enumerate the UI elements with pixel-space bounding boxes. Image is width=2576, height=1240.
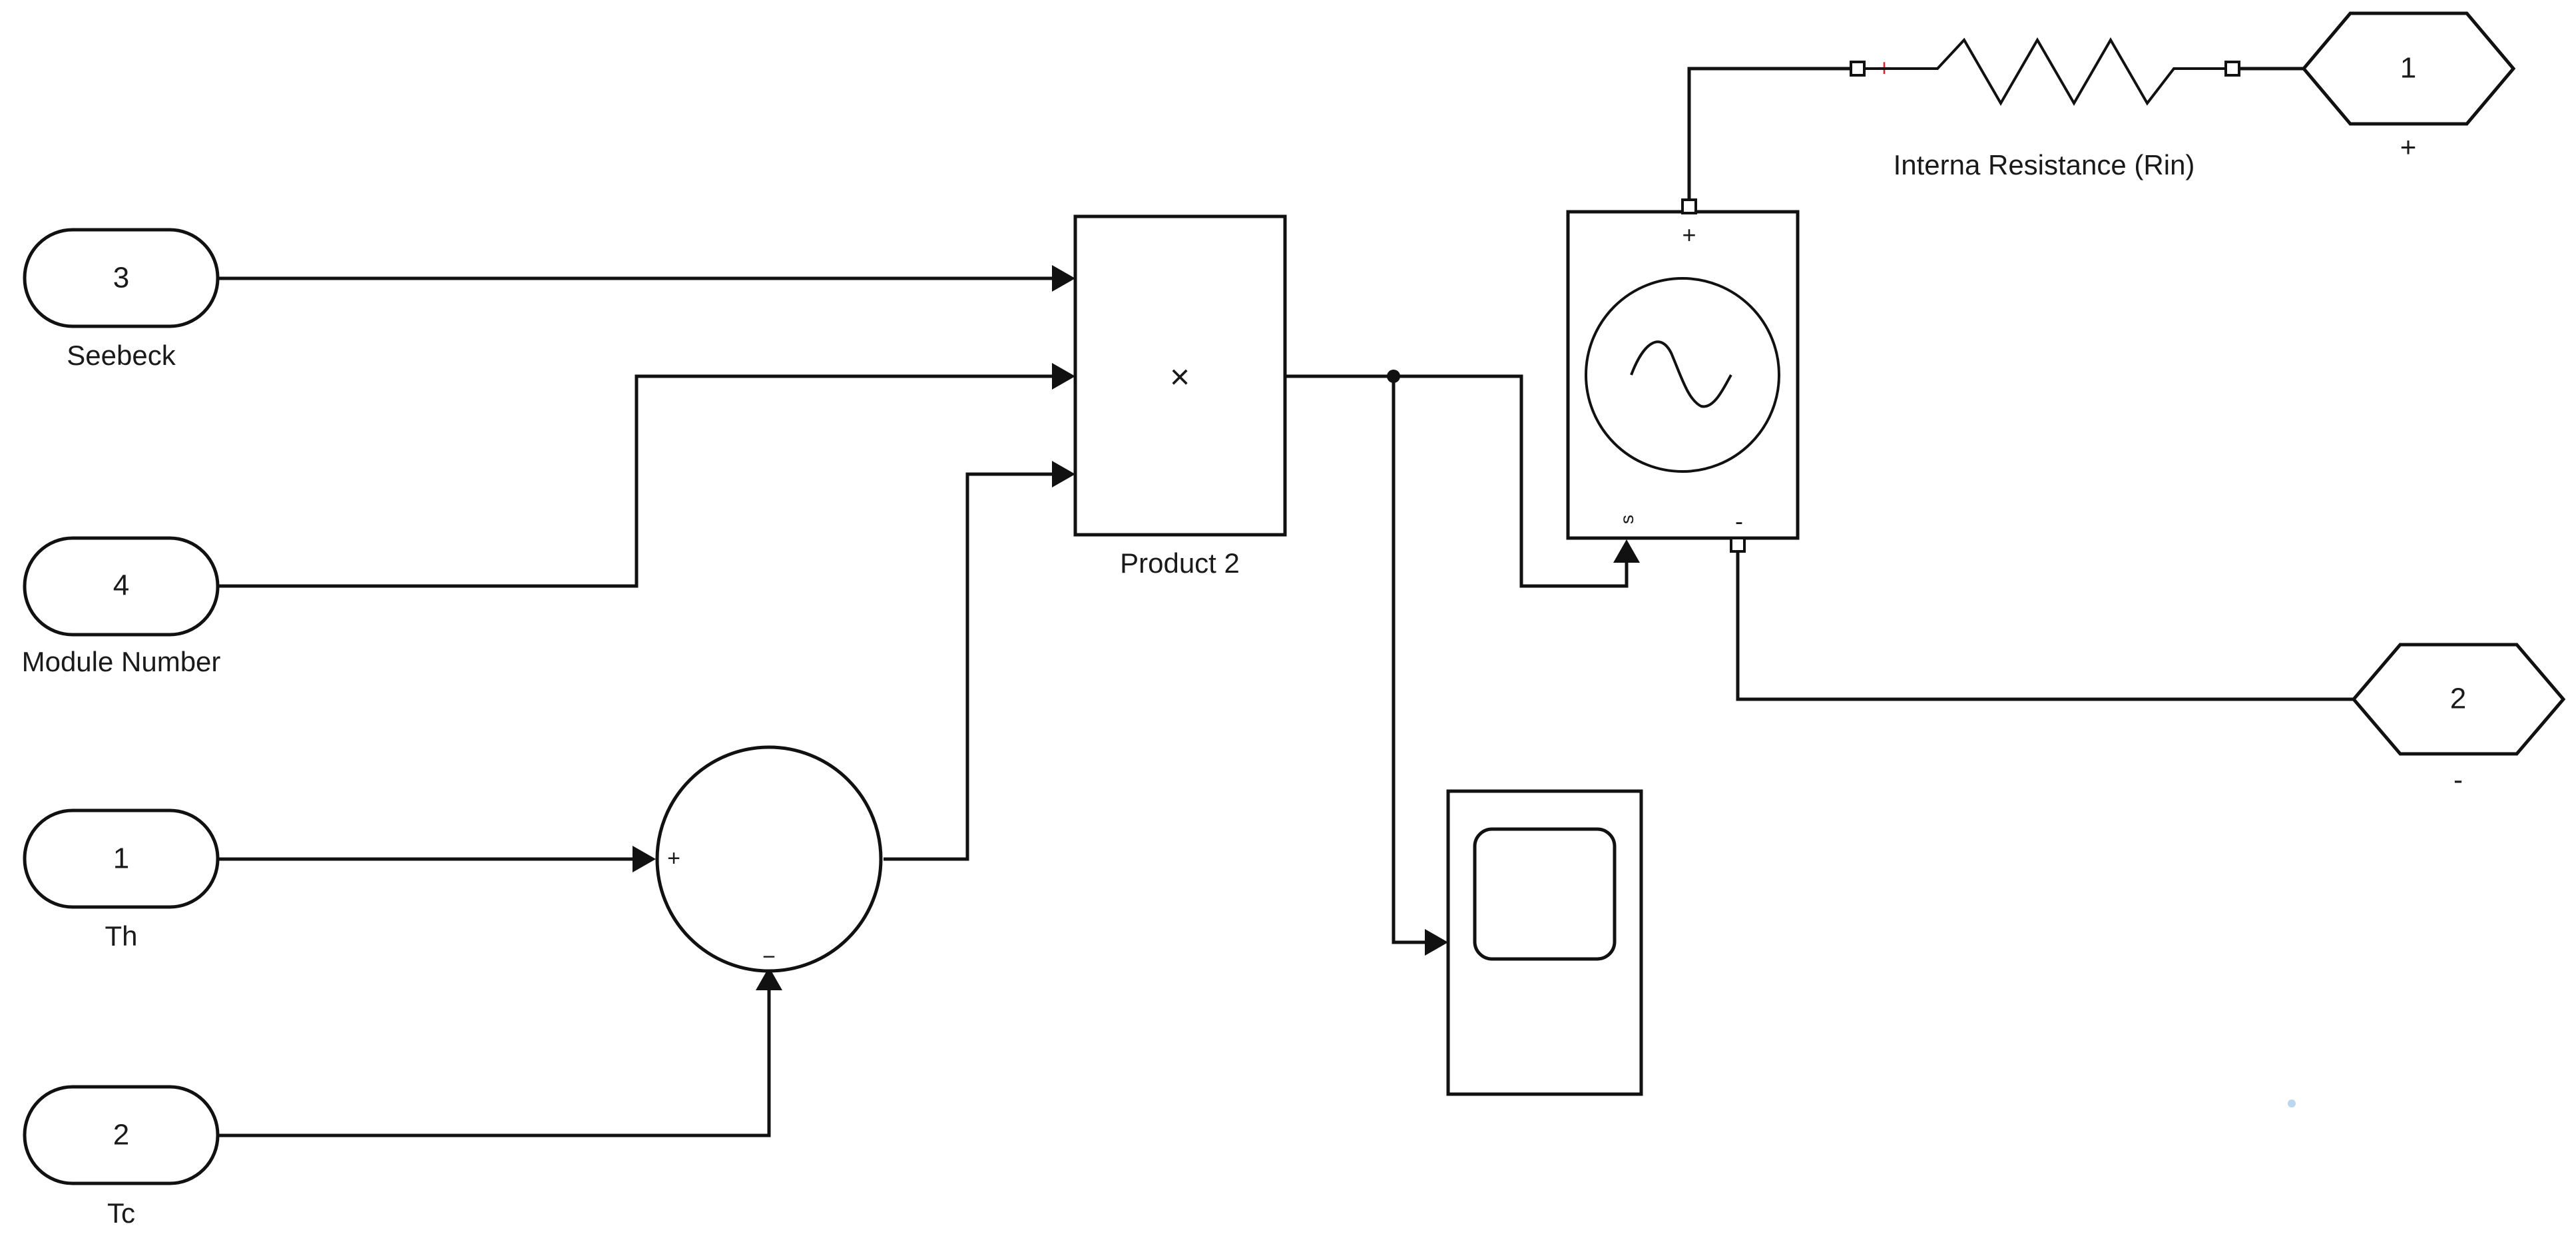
- inport-number: 3: [113, 262, 129, 294]
- outport-minus[interactable]: 2: [2351, 643, 2566, 756]
- inport-number: 2: [113, 1119, 129, 1151]
- outport-number: 2: [2450, 683, 2466, 715]
- outport-label: +: [2400, 131, 2417, 162]
- outport-number: 1: [2400, 52, 2416, 85]
- inport-seebeck[interactable]: 3: [23, 228, 220, 328]
- source-minus-port[interactable]: [1730, 537, 1746, 553]
- inport-number: 4: [113, 569, 129, 602]
- wire-source-plus-to-resistor[interactable]: [1687, 67, 1854, 206]
- inport-module-number[interactable]: 4: [23, 536, 220, 637]
- ac-source-icon: [1585, 277, 1780, 473]
- arrowhead-scope-in: [1425, 929, 1448, 956]
- sum-minus-sign: −: [762, 944, 776, 970]
- source-signal-port-label: s: [1617, 515, 1637, 524]
- inport-label: Th: [105, 920, 137, 952]
- arrowhead-sum-minus: [756, 967, 782, 990]
- controlled-voltage-source[interactable]: + s -: [1566, 210, 1800, 540]
- wire-product-to-scope[interactable]: [1392, 376, 1425, 944]
- resistor-label: Interna Resistance (Rin): [1894, 149, 2195, 180]
- arrowhead-product-in-2: [1052, 363, 1075, 390]
- wire-sum-to-product[interactable]: [884, 472, 1055, 861]
- source-plus-sign: +: [1682, 221, 1696, 248]
- scope-icon: [1473, 827, 1617, 961]
- source-plus-port[interactable]: [1681, 198, 1697, 214]
- resistor-block[interactable]: +: [1850, 37, 2240, 106]
- arrowhead-product-in-3: [1052, 461, 1075, 487]
- wire-tc-to-sum[interactable]: [216, 986, 771, 1137]
- inport-label: Seebeck: [67, 340, 176, 371]
- arrowhead-source-signal: [1613, 539, 1640, 563]
- sine-wave-icon: [1630, 340, 1732, 408]
- product-label: Product 2: [1120, 547, 1240, 579]
- wire-source-minus-to-outport-minus[interactable]: [1736, 545, 2354, 701]
- outport-label: -: [2453, 764, 2463, 795]
- inport-label: Module Number: [22, 646, 221, 677]
- resistor-left-port[interactable]: [1850, 61, 1866, 77]
- sum-plus-sign: +: [667, 846, 680, 871]
- inport-tc[interactable]: 2: [23, 1085, 220, 1185]
- inport-th[interactable]: 1: [23, 808, 220, 909]
- arrowhead-product-in-1: [1052, 265, 1075, 292]
- branch-point: [1387, 370, 1400, 383]
- stray-dot: [2288, 1099, 2296, 1107]
- inport-label: Tc: [107, 1197, 135, 1229]
- scope-block[interactable]: [1446, 789, 1643, 1096]
- source-minus-sign: -: [1735, 507, 1743, 535]
- product-block[interactable]: ×: [1073, 214, 1287, 537]
- wire-product-to-source[interactable]: [1285, 374, 1629, 588]
- sum-block[interactable]: + −: [655, 745, 883, 973]
- resistor-zigzag-icon: [1864, 37, 2226, 106]
- resistor-right-port[interactable]: [2224, 61, 2240, 77]
- product-symbol: ×: [1170, 358, 1190, 397]
- outport-plus[interactable]: 1: [2301, 11, 2516, 126]
- arrowhead-sum-plus: [633, 846, 656, 872]
- wire-module-number-to-product[interactable]: [216, 374, 1055, 588]
- inport-number: 1: [113, 842, 129, 875]
